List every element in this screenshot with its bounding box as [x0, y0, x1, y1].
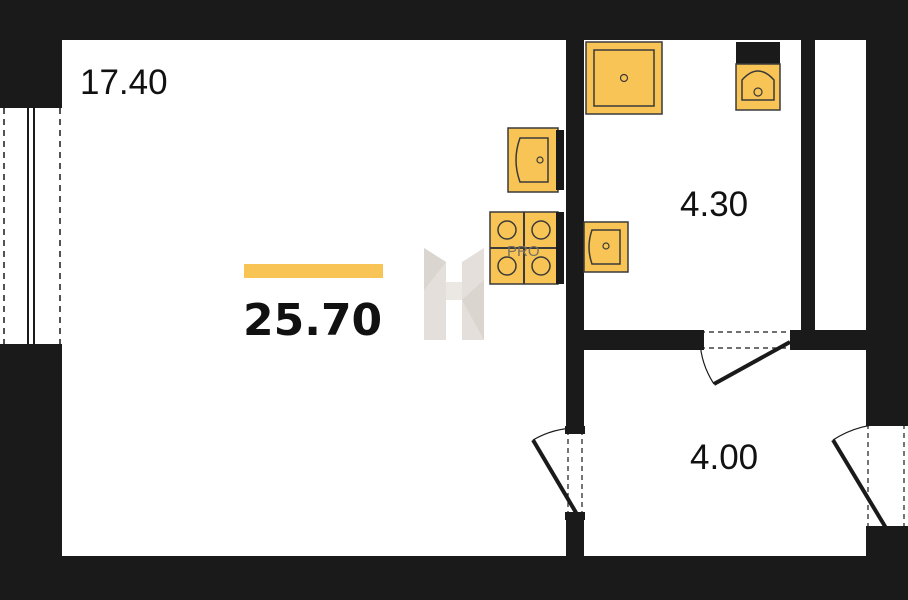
- living-room-area: 17.40: [80, 63, 168, 102]
- partition-main-upper: [566, 40, 584, 430]
- hallway-area: 4.00: [690, 438, 758, 477]
- kitchen-sink-icon: [507, 127, 564, 193]
- partition-horizontal-right: [794, 330, 866, 350]
- bathroom-area: 4.30: [680, 185, 748, 224]
- watermark-text: PRO: [507, 243, 540, 260]
- partition-horizontal-left: [566, 330, 698, 350]
- wall-bottom: [0, 556, 908, 600]
- window-left: [0, 100, 62, 352]
- shower-icon: [585, 41, 663, 115]
- door-room-hallway: [531, 426, 585, 520]
- wall-top: [0, 0, 908, 40]
- watermark-logo: [424, 248, 484, 340]
- total-area: 25.70: [243, 295, 382, 346]
- toilet-icon: [735, 42, 781, 111]
- wall-left-upper: [0, 0, 62, 105]
- door-entrance: [831, 416, 908, 536]
- washbasin-icon: [583, 221, 629, 273]
- total-area-accent-bar: [244, 264, 383, 278]
- inner-walls: [566, 40, 866, 556]
- door-bathroom-hallway: [696, 330, 798, 386]
- partition-main-lower: [566, 515, 584, 556]
- wall-right-upper: [866, 0, 908, 420]
- wall-left-lower: [0, 348, 62, 600]
- wall-right-lower: [866, 530, 908, 600]
- cooktop-icon: [489, 211, 564, 285]
- partition-bath-right: [801, 40, 815, 332]
